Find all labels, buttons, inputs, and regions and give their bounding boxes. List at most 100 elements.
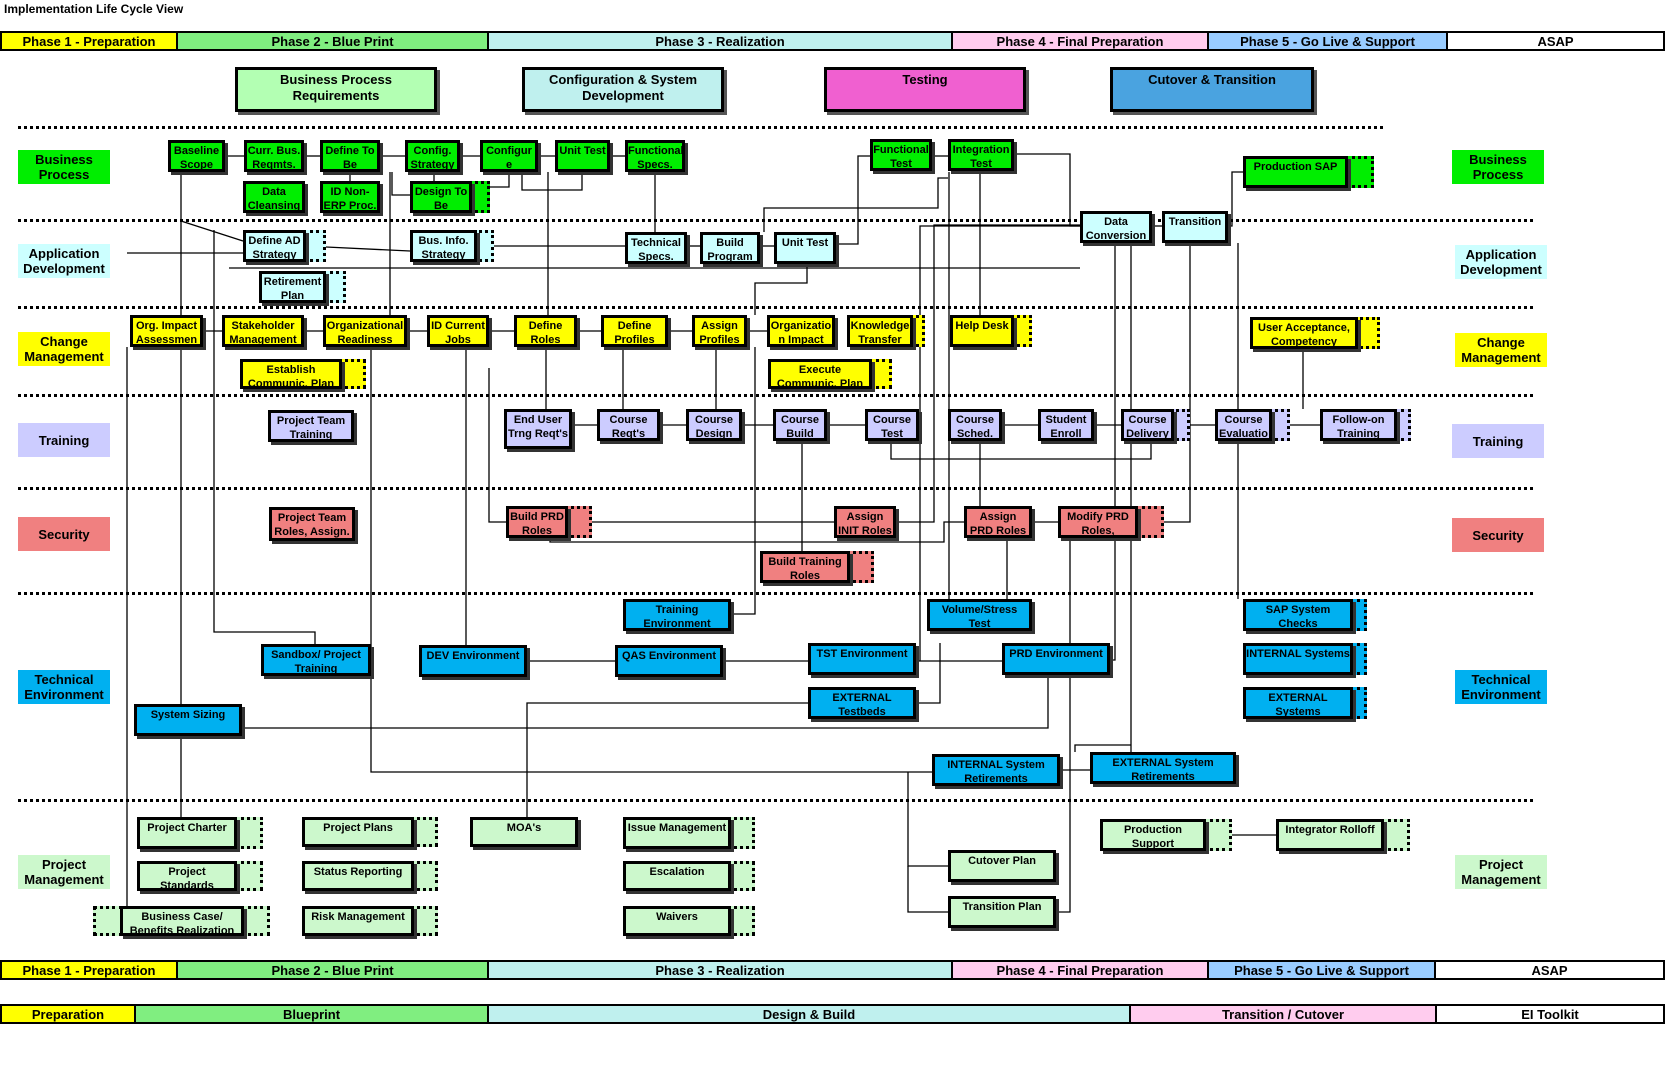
task-extension	[469, 181, 490, 213]
task-extension	[93, 906, 123, 936]
phase-segment: Phase 1 - Preparation	[2, 33, 178, 49]
task-project-charter: Project Charter	[137, 817, 237, 849]
toolkit-bar: Preparation Blueprint Design & Build Tra…	[0, 1004, 1665, 1024]
lane-label-right: Application Development	[1455, 245, 1547, 279]
task-user-acceptance: User Acceptance, Competency	[1250, 317, 1358, 349]
connector-line	[907, 772, 948, 867]
task-cutover-plan: Cutover Plan	[948, 850, 1056, 882]
task-integration-test: Integration Test	[948, 139, 1014, 171]
task-org-impact: Org. Impact Assessmen	[130, 315, 203, 347]
phase-segment: Phase 3 - Realization	[489, 962, 953, 978]
task-assign-prd-roles: Assign PRD Roles	[964, 506, 1032, 538]
task-training-environment: Training Environment	[623, 599, 731, 631]
task-extension	[411, 861, 438, 891]
task-volume-stress-test: Volume/Stress Test	[927, 599, 1032, 631]
task-modify-prd-roles: Modify PRD Roles, Assign.	[1058, 506, 1138, 538]
connector-line	[1014, 153, 1080, 227]
lane-label-right: Security	[1452, 518, 1544, 552]
task-project-team-roles: Project Team Roles, Assign.	[269, 507, 355, 541]
task-production-sap: Production SAP	[1243, 156, 1348, 188]
task-build-program: Build Program	[700, 232, 760, 264]
connector-line	[836, 155, 870, 245]
task-define-roles: Define Roles	[514, 315, 577, 347]
task-risk-management: Risk Management	[302, 906, 414, 936]
lane-label-left: Technical Environment	[18, 670, 110, 704]
task-extension	[1355, 317, 1380, 349]
task-execute-comm-plan: Execute Communic. Plan	[768, 359, 872, 389]
task-course-delivery: Course Delivery	[1121, 409, 1174, 441]
toolkit-segment: Transition / Cutover	[1131, 1006, 1437, 1022]
task-extension	[728, 861, 755, 891]
task-data-cleansing: Data Cleansing	[243, 181, 305, 213]
task-bus-info-strategy: Bus. Info. Strategy	[410, 230, 477, 262]
task-extension	[1203, 819, 1232, 851]
lane-divider	[18, 126, 1383, 129]
lane-divider	[18, 306, 1533, 309]
task-project-plans: Project Plans	[302, 817, 414, 847]
task-knowledge-transfer: Knowledge Transfer	[847, 315, 913, 347]
connector-line	[890, 441, 1152, 460]
connector-line	[1228, 171, 1243, 227]
task-moas: MOA's	[470, 817, 578, 847]
task-config-strategy: Config. Strategy	[405, 140, 460, 172]
task-assign-profiles: Assign Profiles	[692, 315, 747, 347]
lane-label-right: Technical Environment	[1455, 670, 1547, 704]
task-waivers: Waivers	[623, 906, 731, 936]
task-internal-system-retirements: INTERNAL System Retirements	[932, 754, 1060, 786]
phase-segment: Phase 1 - Preparation	[2, 962, 178, 978]
toolkit-segment: Preparation	[2, 1006, 136, 1022]
task-id-current-jobs: ID Current Jobs	[427, 315, 489, 347]
lane-label-right: Business Process	[1452, 150, 1544, 184]
task-project-standards: Project Standards	[137, 861, 237, 891]
connector-line	[1074, 744, 1131, 752]
task-extension	[234, 861, 263, 891]
connector-line	[325, 246, 411, 252]
task-extension	[234, 817, 263, 849]
task-extension	[1011, 315, 1032, 347]
task-curr-bus-reqmts: Curr. Bus. Reqmts.	[244, 140, 304, 172]
connector-line	[919, 225, 1080, 661]
task-establish-comm-plan: Establish Communic. Plan	[240, 359, 342, 389]
task-student-enroll: Student Enroll	[1038, 409, 1094, 441]
phase-segment: Phase 2 - Blue Print	[178, 33, 489, 49]
task-qas-environment: QAS Environment	[615, 645, 723, 677]
task-follow-on-training: Follow-on Training	[1320, 409, 1397, 441]
task-external-testbeds: EXTERNAL Testbeds	[808, 687, 916, 719]
task-end-user-trng-reqts: End User Trng Reqt's	[504, 409, 572, 449]
phase-segment: Phase 3 - Realization	[489, 33, 953, 49]
task-define-profiles: Define Profiles	[601, 315, 668, 347]
task-prd-environment: PRD Environment	[1002, 643, 1110, 675]
task-course-test: Course Test	[865, 409, 919, 441]
phase-segment: Phase 4 - Final Preparation	[953, 33, 1209, 49]
connector-line	[521, 172, 583, 191]
task-transition-plan: Transition Plan	[948, 896, 1056, 928]
task-external-system-retirements: EXTERNAL System Retirements	[1090, 752, 1236, 784]
lane-label-right: Training	[1452, 424, 1544, 458]
task-functional-test: Functional Test	[870, 139, 932, 171]
lane-divider	[18, 219, 1533, 222]
header-testing: Testing	[824, 67, 1026, 112]
lane-label-left: Security	[18, 517, 110, 551]
task-dev-environment: DEV Environment	[419, 645, 527, 677]
task-sandbox-project-training: Sandbox/ Project Training	[261, 644, 371, 676]
task-extension	[474, 230, 494, 262]
task-course-reqts: Course Reqt's	[597, 409, 660, 441]
task-org-readiness: Organizational Readiness	[323, 315, 407, 347]
task-organization-impact: Organizatio n Impact	[767, 315, 835, 347]
task-transition: Transition	[1162, 211, 1228, 243]
task-course-design: Course Design	[686, 409, 742, 441]
header-business-process-requirements: Business Process Requirements	[235, 67, 437, 112]
task-retirement-plan: Retirement Plan	[259, 271, 326, 303]
task-extension	[411, 817, 438, 847]
connector-line	[391, 172, 410, 196]
lane-divider	[18, 592, 1533, 595]
task-external-systems: EXTERNAL Systems	[1243, 687, 1353, 719]
task-production-support: Production Support	[1100, 819, 1206, 851]
toolkit-segment: Design & Build	[489, 1006, 1131, 1022]
task-technical-specs: Technical Specs.	[625, 232, 687, 264]
task-extension	[1269, 409, 1290, 441]
toolkit-segment: EI Toolkit	[1437, 1006, 1663, 1022]
lane-label-left: Change Management	[18, 332, 110, 366]
connector-line	[242, 675, 1049, 729]
task-extension	[728, 906, 755, 936]
